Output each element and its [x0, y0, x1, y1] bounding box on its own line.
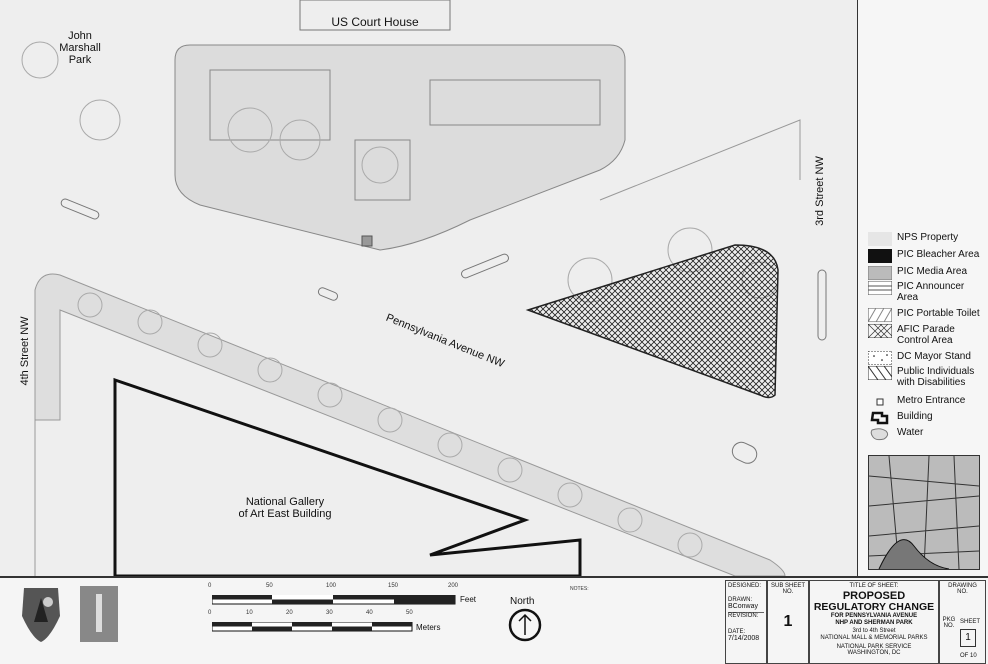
legend-label: Building — [897, 411, 933, 422]
pkg-label: PKG NO. — [942, 617, 956, 629]
title-line: WASHINGTON, DC — [847, 650, 901, 657]
park-logo — [80, 586, 118, 642]
north-label: North — [510, 596, 535, 607]
feet-scale-bar — [212, 595, 456, 605]
map-canvas[interactable]: US Court House John Marshall Park 4th St… — [0, 0, 857, 578]
drawn-label: DRAWN: — [728, 597, 753, 603]
legend-label: DC Mayor Stand — [897, 351, 971, 362]
sub-sheet-value: 1 — [783, 613, 793, 630]
legend-item: PIC Bleacher Area — [868, 249, 979, 263]
third-street-label: 3rd Street NW — [814, 156, 826, 226]
fourth-street-label: 4th Street NW — [19, 316, 31, 386]
legend-item: Building — [868, 411, 933, 425]
court-house-outline — [299, 0, 451, 31]
drawing-no-box: DRAWING NO. PKG NO. SHEET 1 OF 10 — [939, 580, 986, 664]
legend-label: Public Individuals with Disabilities — [897, 366, 975, 388]
tick: 100 — [326, 583, 337, 589]
building-icon — [870, 411, 889, 425]
mayor-stand-swatch — [868, 351, 892, 365]
sheet-label: SHEET — [960, 619, 981, 625]
map-graphics — [21, 0, 827, 578]
announcer-swatch — [868, 281, 892, 295]
tick: 150 — [388, 583, 399, 589]
tick: 40 — [366, 610, 373, 616]
park-label: John Marshall Park — [59, 30, 101, 66]
tick: 0 — [208, 583, 212, 589]
legend-item: PIC Media Area — [868, 266, 967, 280]
tick: 30 — [326, 610, 333, 616]
title-line: NHP AND SHERMAN PARK — [835, 619, 913, 626]
legend-label: Metro Entrance — [897, 395, 966, 406]
revision-label: REVISION: — [728, 612, 764, 619]
nps-property-swatch — [868, 232, 892, 246]
north-arrow-icon — [508, 608, 542, 642]
meter-unit: Meters — [416, 623, 441, 632]
gallery-label: National Gallery of Art East Building — [238, 496, 332, 520]
title-line: REGULATORY CHANGE — [813, 600, 935, 613]
designed-label: DESIGNED: — [728, 583, 762, 589]
parade-control-swatch — [868, 324, 892, 338]
tick: 200 — [448, 583, 459, 589]
date-value: 7/14/2008 — [728, 635, 760, 642]
afic-parade-control-area[interactable] — [525, 244, 779, 399]
sub-sheet-box: SUB SHEET NO. 1 — [767, 580, 809, 664]
legend-item: NPS Property — [868, 232, 958, 246]
tick: 10 — [246, 610, 253, 616]
nps-arrowhead-logo — [22, 588, 60, 642]
title-line: NATIONAL PARK SERVICE — [836, 643, 912, 650]
metro-entrance — [361, 235, 373, 247]
legend-label: Water — [897, 427, 924, 438]
legend-label: AFIC Parade Control Area — [897, 324, 955, 346]
feet-unit: Feet — [460, 595, 477, 604]
legend-item: Public Individuals with Disabilities — [868, 366, 988, 388]
feet-ticks: 0 50 100 150 200 — [208, 583, 468, 595]
drawn-info-box: DESIGNED: DRAWN: BConway REVISION: DATE:… — [725, 580, 767, 664]
tick: 20 — [286, 610, 293, 616]
legend-item: AFIC Parade Control Area — [868, 324, 958, 346]
meter-scale-bar — [212, 622, 413, 632]
legend-item: PIC Portable Toilet — [868, 308, 980, 322]
toilet-swatch — [868, 308, 892, 322]
legend-item: Metro Entrance — [868, 395, 965, 409]
notes-label: NOTES: — [570, 586, 589, 592]
title-line: PROPOSED — [842, 589, 906, 602]
court-house-label: US Court House — [331, 15, 419, 29]
media-swatch — [868, 266, 892, 280]
legend-item: Water — [868, 427, 923, 441]
drawn-value: BConway — [728, 603, 758, 610]
legend-label: NPS Property — [897, 232, 959, 243]
water-icon — [870, 428, 889, 441]
title-box: TITLE OF SHEET: PROPOSED REGULATORY CHAN… — [809, 580, 939, 664]
tick: 0 — [208, 610, 212, 616]
title-line: FOR PENNSYLVANIA AVENUE — [830, 613, 918, 620]
of-label: OF 10 — [960, 653, 977, 659]
legend-label: PIC Portable Toilet — [897, 308, 980, 319]
legend-item: DC Mayor Stand — [868, 351, 971, 365]
title-of-sheet-label: TITLE OF SHEET: — [849, 583, 899, 589]
disabilities-swatch — [868, 366, 892, 380]
sub-sheet-label: SUB SHEET NO. — [770, 583, 805, 595]
court-block — [174, 44, 626, 251]
legend-item: PIC Announcer Area — [868, 281, 986, 303]
drawing-no-label: DRAWING NO. — [948, 583, 977, 595]
metro-icon — [876, 398, 884, 406]
title-block-strip: 0 50 100 150 200 Feet 0 10 20 30 40 50 M… — [0, 576, 988, 664]
title-line: NATIONAL MALL & MEMORIAL PARKS — [820, 635, 928, 642]
legend-label: PIC Announcer Area — [897, 281, 965, 303]
date-label: DATE: — [728, 629, 746, 635]
legend-panel: NPS Property PIC Bleacher Area PIC Media… — [857, 0, 988, 576]
legend-label: PIC Bleacher Area — [897, 249, 980, 260]
legend-label: PIC Media Area — [897, 266, 968, 277]
meter-ticks: 0 10 20 30 40 50 — [208, 610, 418, 622]
bleacher-swatch — [868, 249, 892, 263]
title-line: 3rd to 4th Street — [852, 628, 896, 635]
tick: 50 — [406, 610, 413, 616]
sheet-value: 1 — [960, 629, 976, 647]
locator-map — [868, 455, 980, 570]
tick: 50 — [266, 583, 273, 589]
